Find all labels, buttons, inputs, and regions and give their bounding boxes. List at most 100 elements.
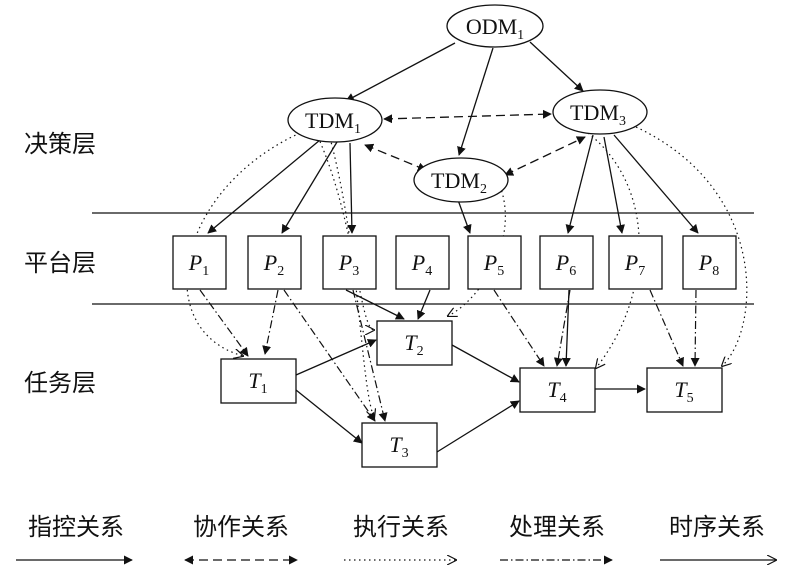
node-label: P: [624, 250, 638, 275]
sequence-edge: [295, 389, 363, 444]
node-label: T: [404, 330, 418, 355]
svg-text:P5: P5: [483, 250, 504, 279]
svg-text:T2: T2: [404, 330, 423, 359]
node-p5: P5: [467, 235, 522, 290]
process-edge: [199, 289, 249, 357]
sequence-edge: [451, 344, 520, 383]
legend-label-cooperate: 协作关系: [193, 513, 289, 541]
svg-text:TDM3: TDM3: [570, 100, 626, 129]
node-subscript: 3: [352, 264, 359, 279]
node-subscript: 7: [638, 264, 645, 279]
svg-text:P7: P7: [624, 250, 645, 279]
control-edge: [561, 289, 571, 367]
node-label: P: [338, 250, 352, 275]
node-subscript: 4: [425, 264, 432, 279]
node-t4: T4: [519, 367, 596, 413]
node-label: T: [248, 368, 262, 393]
execute-edge: [317, 136, 374, 330]
node-subscript: 3: [402, 446, 409, 461]
process-edge: [283, 289, 376, 422]
cooperate-edges: [364, 109, 586, 176]
control-edge: [345, 289, 405, 320]
process-edge: [262, 289, 279, 355]
legend-label-execute: 执行关系: [353, 513, 449, 541]
sequence-edge: [295, 339, 377, 376]
control-edges: [207, 41, 699, 367]
legend-item-control: 指控关系: [16, 513, 133, 565]
layer-label-platform: 平台层: [24, 249, 96, 277]
node-label: P: [555, 250, 569, 275]
node-label: P: [411, 250, 425, 275]
process-edges: [199, 289, 700, 422]
process-edge: [649, 289, 684, 367]
node-p3: P3: [322, 235, 377, 290]
node-subscript: 4: [560, 391, 567, 406]
control-edge: [565, 134, 594, 234]
legend-label-process: 处理关系: [509, 513, 605, 541]
node-label: P: [263, 250, 277, 275]
legend-label-control: 指控关系: [28, 513, 124, 541]
node-label: T: [674, 377, 688, 402]
svg-text:P1: P1: [188, 250, 209, 279]
node-label: ODM: [466, 14, 517, 39]
cooperate-edge: [364, 143, 427, 172]
legend: 指控关系 协作关系 执行关系 处理关系 时序关系: [16, 513, 776, 560]
node-subscript: 2: [417, 344, 424, 359]
control-edge: [347, 142, 357, 234]
node-p2: P2: [247, 235, 302, 290]
svg-text:TDM1: TDM1: [305, 108, 361, 137]
control-edge: [207, 139, 321, 234]
svg-text:P2: P2: [263, 250, 284, 279]
node-label: P: [483, 250, 497, 275]
node-subscript: 3: [619, 114, 626, 129]
sequence-edges: [295, 339, 646, 453]
control-edge: [529, 41, 584, 92]
svg-text:T3: T3: [389, 432, 408, 461]
node-p7: P7: [608, 235, 663, 290]
control-edge: [416, 289, 431, 320]
node-tdm2: TDM2: [413, 157, 509, 203]
node-subscript: 1: [354, 122, 361, 137]
node-label: T: [547, 377, 561, 402]
cooperate-edge: [383, 109, 552, 124]
node-label: P: [188, 250, 202, 275]
node-subscript: 2: [480, 182, 487, 197]
legend-item-cooperate: 协作关系: [184, 513, 298, 565]
node-subscript: 5: [687, 391, 694, 406]
node-label: T: [389, 432, 403, 457]
node-subscript: 8: [712, 264, 719, 279]
svg-text:P6: P6: [555, 250, 576, 279]
node-label: P: [698, 250, 712, 275]
node-t2: T2: [376, 320, 453, 366]
node-tdm3: TDM3: [552, 89, 648, 135]
node-t5: T5: [646, 367, 723, 413]
layer-label-decision: 决策层: [24, 130, 96, 158]
node-p6: P6: [539, 235, 594, 290]
control-edge: [613, 134, 699, 234]
control-edge: [603, 136, 625, 234]
process-edge: [493, 289, 545, 367]
node-tdm1: TDM1: [287, 97, 383, 143]
sequence-edge: [436, 400, 520, 453]
process-edge: [352, 289, 388, 422]
svg-text:P3: P3: [338, 250, 359, 279]
node-label: TDM: [305, 108, 354, 133]
layer-label-task: 任务层: [24, 369, 96, 397]
node-subscript: 6: [569, 264, 576, 279]
execute-edge: [329, 137, 374, 418]
svg-text:ODM1: ODM1: [466, 14, 524, 43]
node-odm1: ODM1: [446, 4, 544, 48]
node-label: TDM: [570, 100, 619, 125]
node-subscript: 1: [202, 264, 209, 279]
legend-item-process: 处理关系: [500, 513, 613, 565]
svg-text:P8: P8: [698, 250, 719, 279]
execute-edge: [587, 132, 640, 368]
svg-text:T5: T5: [674, 377, 693, 406]
node-p8: P8: [682, 235, 737, 290]
svg-text:TDM2: TDM2: [431, 168, 487, 197]
node-p1: P1: [172, 235, 227, 290]
node-t1: T1: [220, 358, 297, 404]
legend-label-sequence: 时序关系: [669, 513, 765, 541]
node-p4: P4: [395, 235, 450, 290]
